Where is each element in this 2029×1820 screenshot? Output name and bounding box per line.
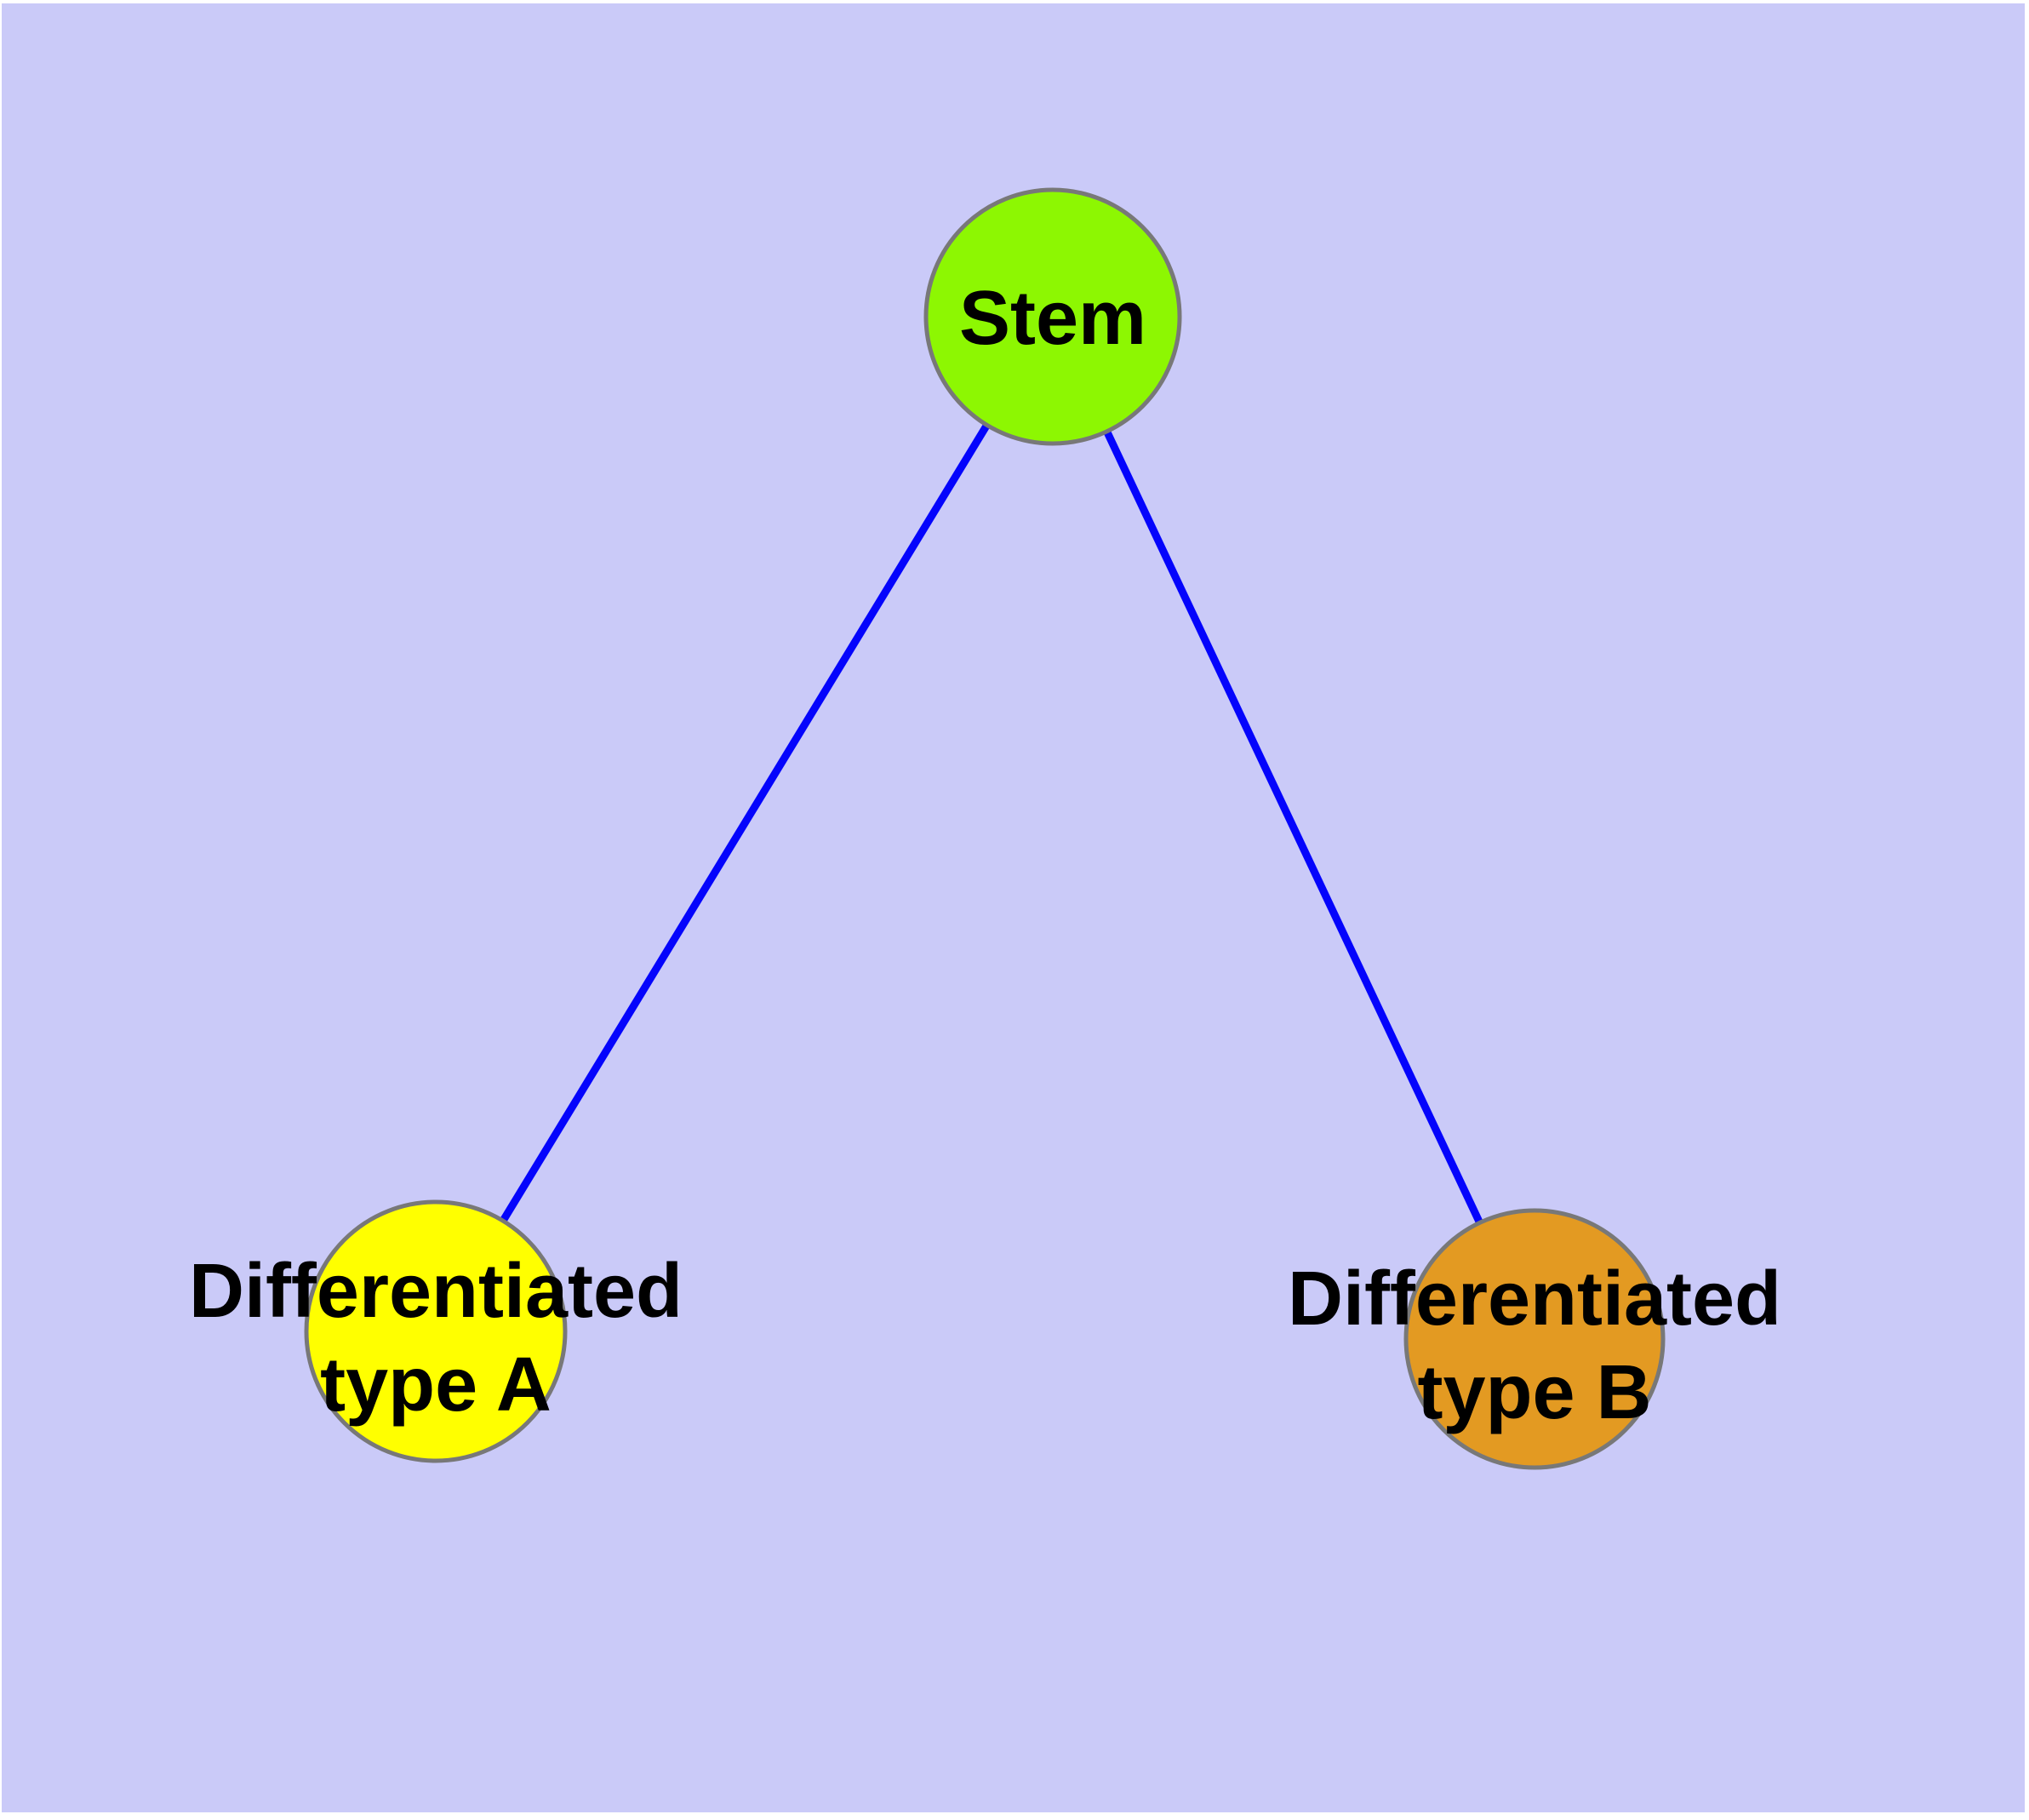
node-differentiated-type-a: Differentiated type A [189, 1199, 683, 1463]
stem-node-label: Stem [959, 276, 1146, 361]
edge-stem-to-type-a [432, 314, 1056, 1334]
type-b-node-label-line1: Differentiated [1288, 1256, 1781, 1342]
type-a-node-circle [304, 1199, 568, 1463]
type-b-node-circle [1403, 1208, 1666, 1470]
type-a-node-label-line2: type A [320, 1342, 552, 1428]
node-stem: Stem [923, 187, 1182, 446]
edge-stem-to-type-b [1049, 315, 1539, 1341]
type-b-node-label-line2: type B [1417, 1350, 1651, 1435]
node-differentiated-type-b: Differentiated type B [1288, 1208, 1781, 1470]
type-a-node-label-line1: Differentiated [189, 1249, 683, 1334]
stem-node-circle [923, 187, 1182, 446]
